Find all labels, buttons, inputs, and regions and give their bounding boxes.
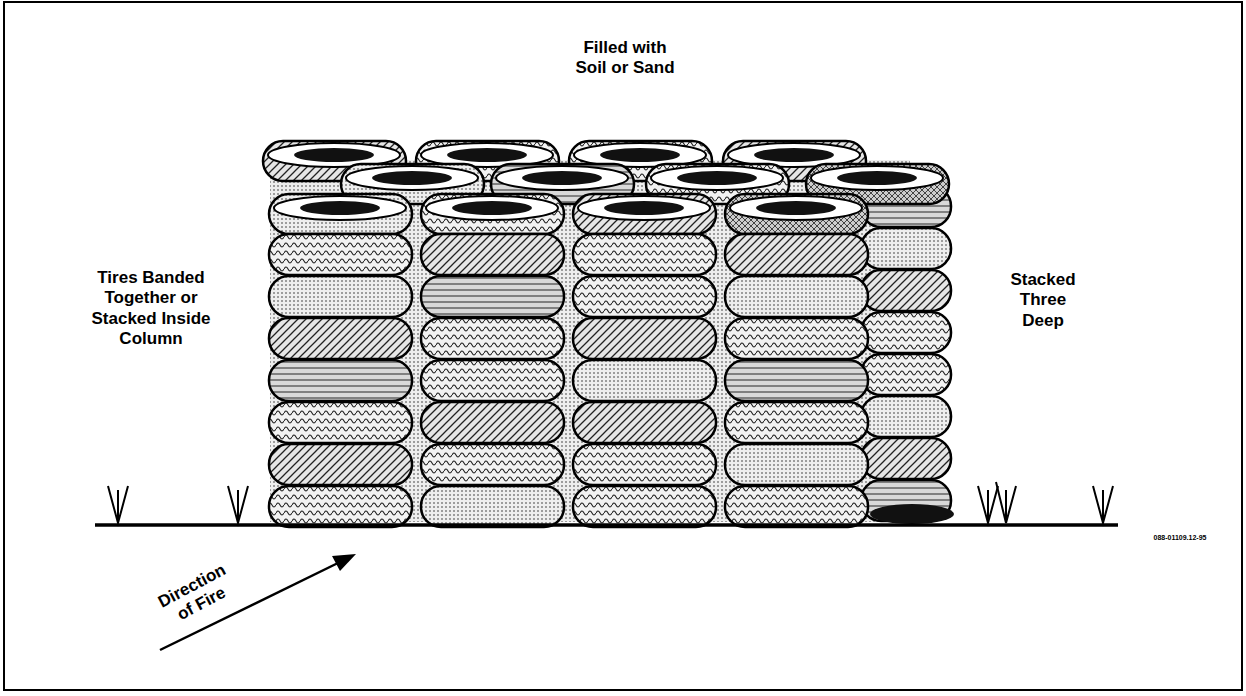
depth-note: Stacked Three Deep — [1000, 270, 1086, 331]
tire — [725, 318, 868, 359]
tire — [573, 360, 716, 401]
tire — [725, 486, 868, 527]
tire — [421, 234, 564, 275]
back-column — [861, 186, 954, 524]
border — [4, 2, 1242, 690]
tire — [861, 354, 951, 395]
tire — [725, 360, 868, 401]
tire — [861, 312, 951, 353]
tire — [269, 194, 412, 234]
tire — [861, 396, 951, 437]
front-column — [573, 194, 716, 527]
front-column — [421, 194, 564, 527]
tire — [421, 276, 564, 317]
tire — [573, 486, 716, 527]
tire — [725, 276, 868, 317]
column-note: Tires Banded Together or Stacked Inside … — [85, 268, 217, 350]
tire-shadow — [870, 504, 954, 524]
grass-tuft — [108, 486, 128, 523]
grass-tuft — [978, 486, 998, 523]
tire — [421, 486, 564, 527]
tire — [421, 402, 564, 443]
front-column — [725, 194, 868, 527]
tire — [725, 234, 868, 275]
tire — [573, 194, 716, 234]
grass-tuft — [228, 486, 248, 523]
front-column — [269, 194, 412, 527]
tire — [421, 444, 564, 485]
ground-line — [95, 523, 1118, 527]
tire — [725, 444, 868, 485]
tire — [269, 486, 412, 527]
tire — [573, 276, 716, 317]
tire — [269, 360, 412, 401]
arrow-head — [332, 554, 356, 571]
figure-code: 088-01109.12-95 — [1120, 534, 1240, 542]
tire — [269, 444, 412, 485]
tire — [861, 228, 951, 269]
grass-tuft — [1093, 486, 1113, 523]
fire-direction-label: Direction of Fire — [146, 555, 248, 635]
fill-note: Filled with Soil or Sand — [568, 38, 682, 79]
tire — [861, 270, 951, 311]
tire — [421, 194, 564, 234]
tire — [269, 234, 412, 275]
tire — [861, 438, 951, 479]
tire — [421, 360, 564, 401]
tire — [725, 194, 868, 234]
tire — [725, 402, 868, 443]
tire — [573, 318, 716, 359]
tire — [269, 402, 412, 443]
tire — [573, 234, 716, 275]
tire — [421, 318, 564, 359]
soil-fill — [270, 160, 910, 522]
tire — [573, 402, 716, 443]
grass-tuft — [996, 482, 1016, 523]
tire — [269, 318, 412, 359]
grass — [108, 482, 1113, 523]
tire — [573, 444, 716, 485]
tire — [269, 276, 412, 317]
